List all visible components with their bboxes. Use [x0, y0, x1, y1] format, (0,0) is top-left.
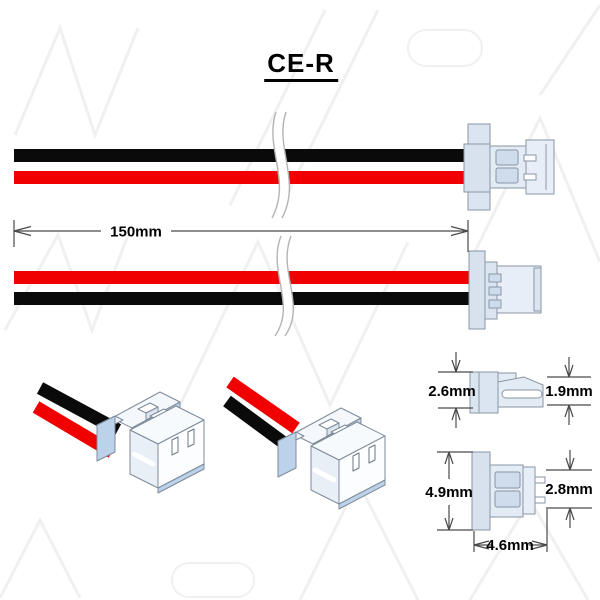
tab-height-label: 1.9mm — [545, 383, 593, 400]
wire-red — [14, 171, 470, 184]
arrow-left — [13, 225, 32, 237]
connector-plan-view — [463, 123, 555, 211]
connector-flange — [463, 143, 491, 193]
connector-isometric — [97, 392, 204, 493]
arrow-right — [450, 225, 469, 237]
connector-tab-bottom — [467, 191, 491, 211]
connector-pin — [534, 496, 546, 504]
connector-housing — [525, 139, 555, 195]
wire-black — [14, 149, 470, 162]
detail-side-view: 2.6mm 1.9mm — [428, 352, 593, 428]
wire-black — [14, 292, 470, 305]
length-dimension: 150mm — [13, 220, 469, 252]
detail-front-view: 4.9mm 2.8mm 4.6mm — [425, 450, 593, 554]
connector-pin — [523, 154, 537, 162]
housing-width-dimension: 4.6mm — [473, 509, 548, 554]
iso-connector-middle — [223, 376, 385, 509]
latch-height-label: 2.6mm — [428, 383, 476, 400]
iso-connector-left — [32, 382, 204, 493]
connector-flange — [471, 451, 491, 531]
connector-side-view — [468, 250, 542, 330]
cable-assembly-bottom — [14, 234, 542, 339]
cable-assembly-top — [14, 110, 555, 221]
page-title: CE-R — [264, 49, 338, 83]
connector-pin — [534, 476, 546, 484]
connector-pin — [523, 173, 537, 181]
housing-width-label: 4.6mm — [486, 537, 534, 554]
flange-height-label: 4.9mm — [425, 484, 473, 501]
housing-height-label: 2.8mm — [545, 481, 593, 498]
connector-flange — [468, 250, 486, 330]
connector-tab-top — [467, 123, 491, 145]
connector-body-profile — [469, 371, 499, 414]
tab-height-dimension: 1.9mm — [545, 357, 593, 425]
housing-height-dimension: 2.8mm — [545, 450, 593, 528]
latch-height-dimension: 2.6mm — [428, 352, 476, 428]
wire-red — [226, 376, 300, 434]
cable-length-label: 150mm — [110, 224, 162, 241]
flange-height-dimension: 4.9mm — [425, 451, 473, 531]
wire-red — [14, 271, 470, 284]
wire-black — [223, 395, 292, 452]
wire-break-symbol — [271, 110, 291, 221]
wire-break-symbol — [274, 234, 294, 339]
